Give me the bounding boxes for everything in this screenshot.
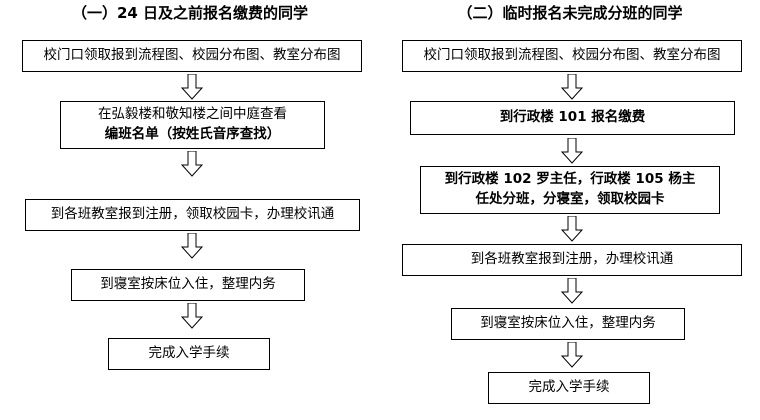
node-right-4: 到各班教室报到注册，办理校讯通 [402,244,742,276]
arrow-right-5 [561,342,583,368]
arrow-left-2 [181,151,203,177]
column-title-right: （二）临时报名未完成分班的同学 [457,4,683,22]
arrow-left-4 [181,303,203,329]
node-left-2: 在弘毅楼和敬知楼之间中庭查看 编班名单（按姓氏音序查找） [60,101,325,149]
node-right-2-line-1: 到行政楼 101 报名缴费 [499,109,646,126]
column-title-left: （一）24 日及之前报名缴费的同学 [71,4,309,22]
flow-column-left: （一）24 日及之前报名缴费的同学 校门口领取报到流程图、校园分布图、教室分布图… [22,4,362,370]
node-left-5-line-1: 完成入学手续 [148,345,230,362]
arrow-left-3 [181,233,203,259]
node-left-4: 到寝室按床位入住，整理内务 [71,269,305,301]
node-right-6: 完成入学手续 [488,372,650,404]
node-left-4-line-1: 到寝室按床位入住，整理内务 [100,276,276,293]
node-right-2: 到行政楼 101 报名缴费 [410,101,735,135]
node-right-1: 校门口领取报到流程图、校园分布图、教室分布图 [402,40,742,72]
arrow-right-1 [561,74,583,100]
node-right-3-line-2: 任处分班，分寝室，领取校园卡 [475,191,665,207]
node-left-1: 校门口领取报到流程图、校园分布图、教室分布图 [22,40,362,72]
arrow-right-3 [561,216,583,242]
node-left-3-line-1: 到各班教室报到注册，领取校园卡，办理校讯通 [50,206,335,223]
arrow-left-1 [181,74,203,100]
flow-column-right: （二）临时报名未完成分班的同学 校门口领取报到流程图、校园分布图、教室分布图 到… [380,0,760,420]
arrow-right-2 [561,138,583,164]
node-right-1-line-1: 校门口领取报到流程图、校园分布图、教室分布图 [423,47,721,64]
node-right-3-line-1: 到行政楼 102 罗主任，行政楼 105 杨主 [444,171,696,188]
node-right-3: 到行政楼 102 罗主任，行政楼 105 杨主 任处分班，分寝室，领取校园卡 [420,166,720,214]
node-right-5: 到寝室按床位入住，整理内务 [451,308,685,340]
node-left-5: 完成入学手续 [108,338,270,370]
node-right-5-line-1: 到寝室按床位入住，整理内务 [480,315,656,332]
node-right-6-line-1: 完成入学手续 [528,379,610,396]
node-left-2-line-2: 编班名单（按姓氏音序查找） [104,126,281,142]
arrow-right-4 [561,278,583,304]
node-left-1-line-1: 校门口领取报到流程图、校园分布图、教室分布图 [43,47,341,64]
node-left-2-line-1: 在弘毅楼和敬知楼之间中庭查看 [98,106,287,123]
node-right-4-line-1: 到各班教室报到注册，办理校讯通 [470,251,674,268]
node-left-3: 到各班教室报到注册，领取校园卡，办理校讯通 [25,199,360,231]
